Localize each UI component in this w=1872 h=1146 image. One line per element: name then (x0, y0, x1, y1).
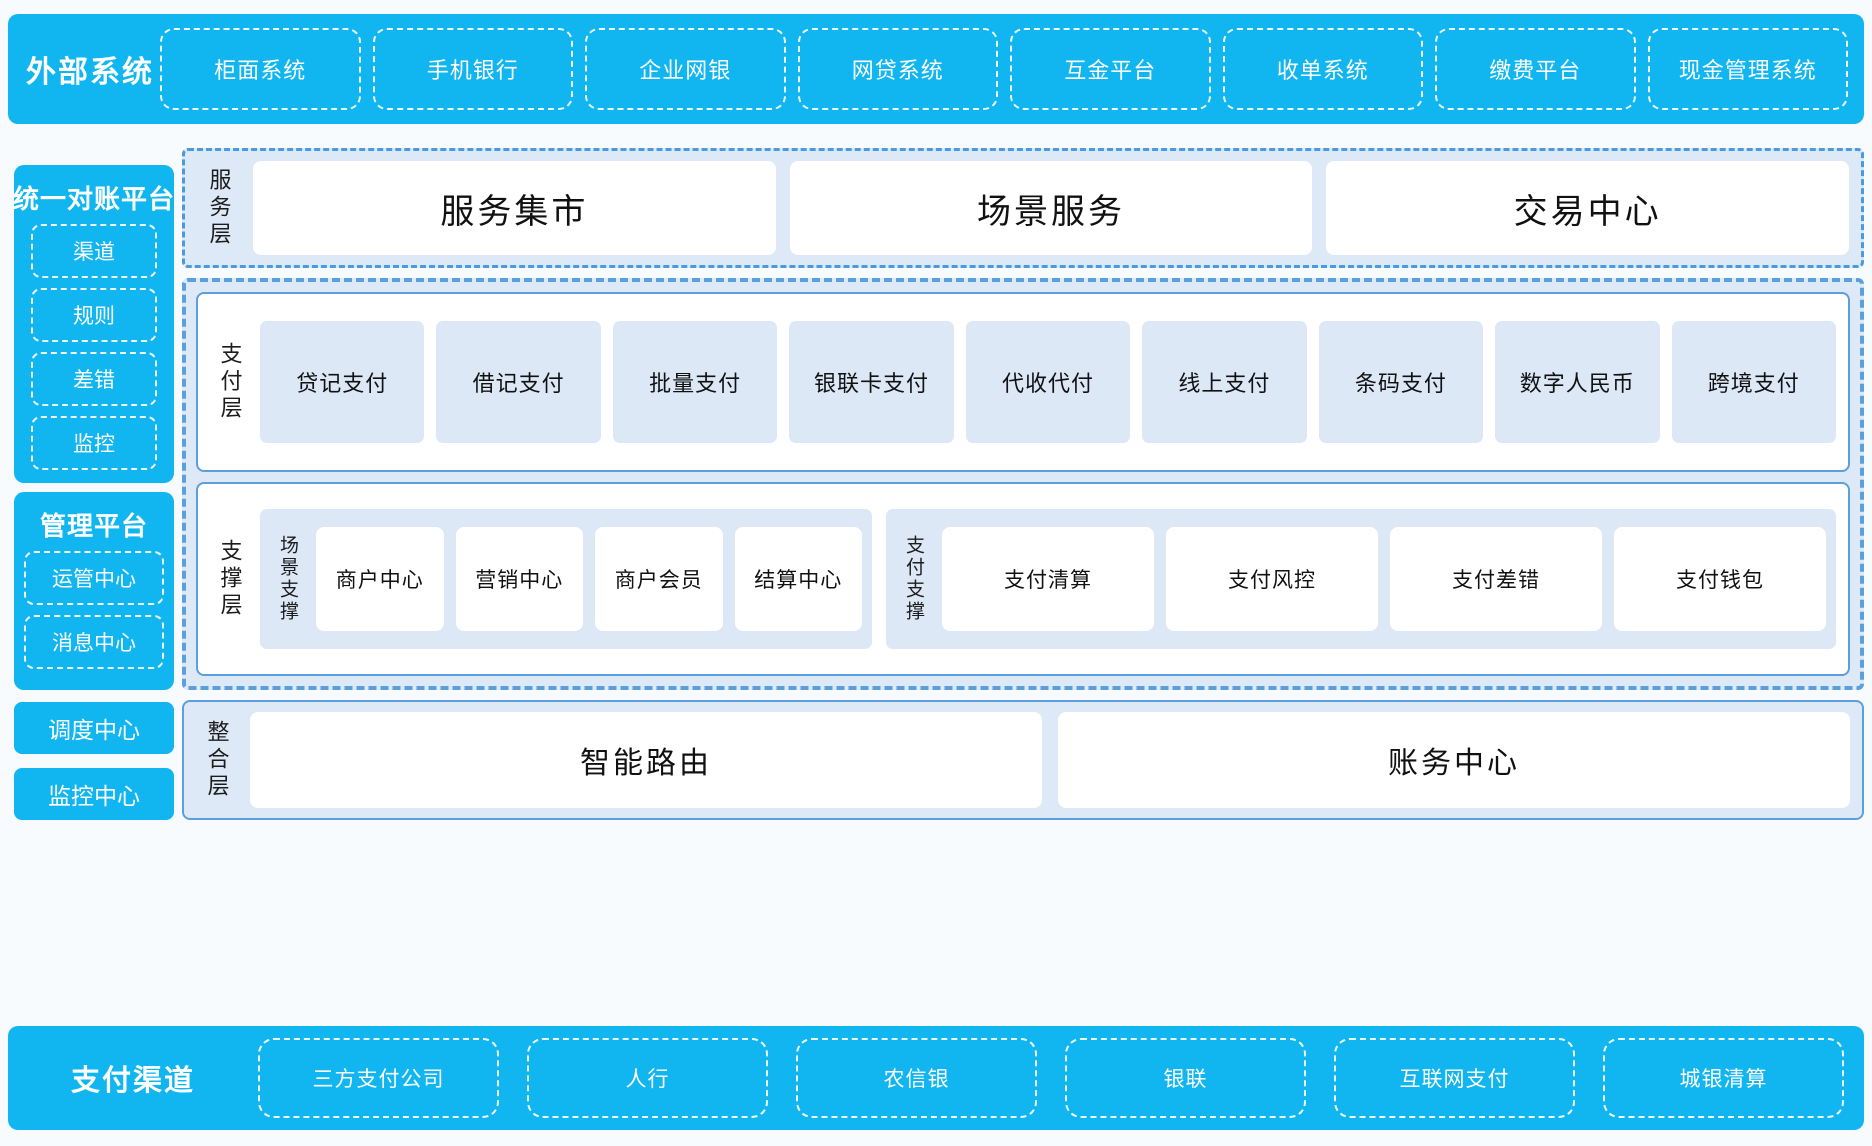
payment-channel-chip[interactable]: 人行 (527, 1038, 768, 1118)
support-group-payment-list: 支付清算 支付风控 支付差错 支付钱包 (942, 527, 1826, 631)
reconciliation-platform-title: 统一对账平台 (13, 184, 176, 214)
external-systems-band: 外部系统 柜面系统 手机银行 企业网银 网贷系统 互金平台 收单系统 缴费平台 … (8, 14, 1864, 124)
payment-channel-list: 三方支付公司 人行 农信银 银联 互联网支付 城银清算 (258, 1026, 1864, 1130)
support-box-payment-error[interactable]: 支付差错 (1390, 527, 1602, 631)
reconciliation-item-monitor[interactable]: 监控 (31, 416, 157, 470)
external-system-chip[interactable]: 互金平台 (1010, 28, 1211, 110)
support-box-payment-wallet[interactable]: 支付钱包 (1614, 527, 1826, 631)
service-box-market[interactable]: 服务集市 (253, 161, 776, 255)
support-layer-groups: 场景支撑 商户中心 营销中心 商户会员 结算中心 支付支撑 支付清算 支付风控 … (260, 509, 1836, 649)
reconciliation-item-rule[interactable]: 规则 (31, 288, 157, 342)
service-layer-container: 服务层 服务集市 场景服务 交易中心 (182, 148, 1864, 268)
integration-layer-label: 整合层 (204, 719, 230, 801)
external-system-chip[interactable]: 现金管理系统 (1647, 28, 1848, 110)
integration-layer-list: 智能路由 账务中心 (250, 712, 1850, 808)
support-group-payment-label: 支付支撑 (902, 535, 924, 623)
external-system-chip[interactable]: 缴费平台 (1435, 28, 1636, 110)
integration-box-smart-routing[interactable]: 智能路由 (250, 712, 1042, 808)
support-group-scene-list: 商户中心 营销中心 商户会员 结算中心 (316, 527, 862, 631)
payment-channel-chip[interactable]: 农信银 (796, 1038, 1037, 1118)
management-item-operations[interactable]: 运管中心 (24, 551, 164, 605)
support-group-payment: 支付支撑 支付清算 支付风控 支付差错 支付钱包 (886, 509, 1836, 649)
integration-layer-container: 整合层 智能路由 账务中心 (182, 700, 1864, 820)
payment-channel-title: 支付渠道 (70, 1065, 195, 1097)
payment-layer-container: 支付层 贷记支付 借记支付 批量支付 银联卡支付 代收代付 线上支付 条码支付 … (196, 292, 1850, 472)
monitor-center-block[interactable]: 监控中心 (14, 768, 174, 820)
payment-box-cross-border[interactable]: 跨境支付 (1671, 321, 1836, 443)
payment-box-collection-payment[interactable]: 代收代付 (965, 321, 1131, 443)
payment-box-batch[interactable]: 批量支付 (612, 321, 778, 443)
external-systems-list: 柜面系统 手机银行 企业网银 网贷系统 互金平台 收单系统 缴费平台 现金管理系… (160, 14, 1864, 124)
external-systems-title: 外部系统 (26, 56, 154, 89)
support-box-payment-risk[interactable]: 支付风控 (1166, 527, 1378, 631)
support-box-settlement-center[interactable]: 结算中心 (734, 527, 862, 631)
support-group-scene-label: 场景支撑 (276, 535, 298, 623)
support-layer-label: 支撑层 (217, 538, 243, 620)
external-system-chip[interactable]: 企业网银 (585, 28, 786, 110)
management-platform-card: 管理平台 运管中心 消息中心 (14, 492, 174, 690)
support-box-marketing-center[interactable]: 营销中心 (455, 527, 583, 631)
management-item-message[interactable]: 消息中心 (24, 615, 164, 669)
payment-layer-label: 支付层 (217, 341, 243, 423)
payment-channel-chip[interactable]: 三方支付公司 (258, 1038, 499, 1118)
payment-box-debit[interactable]: 借记支付 (436, 321, 601, 443)
payment-box-online[interactable]: 线上支付 (1142, 321, 1307, 443)
support-box-merchant-center[interactable]: 商户中心 (316, 527, 444, 631)
core-layer-container: 支付层 贷记支付 借记支付 批量支付 银联卡支付 代收代付 线上支付 条码支付 … (182, 278, 1864, 690)
external-system-chip[interactable]: 手机银行 (372, 28, 573, 110)
payment-box-digital-rmb[interactable]: 数字人民币 (1495, 321, 1660, 443)
payment-box-barcode[interactable]: 条码支付 (1318, 321, 1484, 443)
reconciliation-item-channel[interactable]: 渠道 (31, 224, 157, 278)
support-group-scene: 场景支撑 商户中心 营销中心 商户会员 结算中心 (260, 509, 872, 649)
service-layer-label: 服务层 (206, 167, 232, 249)
payment-box-credit[interactable]: 贷记支付 (260, 321, 425, 443)
support-box-payment-clearing[interactable]: 支付清算 (942, 527, 1154, 631)
external-system-chip[interactable]: 柜面系统 (160, 28, 361, 110)
reconciliation-platform-card: 统一对账平台 渠道 规则 差错 监控 (13, 165, 176, 483)
payment-box-unionpay-card[interactable]: 银联卡支付 (789, 321, 954, 443)
external-system-chip[interactable]: 收单系统 (1222, 28, 1423, 110)
payment-channel-chip[interactable]: 互联网支付 (1334, 1038, 1575, 1118)
payment-channel-chip[interactable]: 城银清算 (1603, 1038, 1844, 1118)
reconciliation-item-error[interactable]: 差错 (31, 352, 157, 406)
external-system-chip[interactable]: 网贷系统 (797, 28, 998, 110)
service-box-transaction[interactable]: 交易中心 (1326, 161, 1850, 255)
payment-channel-band: 支付渠道 三方支付公司 人行 农信银 银联 互联网支付 城银清算 (8, 1026, 1864, 1130)
management-platform-title: 管理平台 (39, 511, 148, 541)
support-box-merchant-member[interactable]: 商户会员 (595, 527, 723, 631)
support-layer-container: 支撑层 场景支撑 商户中心 营销中心 商户会员 结算中心 支付支撑 支付清算 (196, 482, 1850, 676)
service-layer-list: 服务集市 场景服务 交易中心 (253, 161, 1850, 255)
service-box-scene[interactable]: 场景服务 (789, 161, 1313, 255)
payment-layer-list: 贷记支付 借记支付 批量支付 银联卡支付 代收代付 线上支付 条码支付 数字人民… (260, 321, 1836, 443)
dispatch-center-block[interactable]: 调度中心 (14, 702, 174, 754)
integration-box-accounting-center[interactable]: 账务中心 (1058, 712, 1850, 808)
payment-channel-chip[interactable]: 银联 (1065, 1038, 1306, 1118)
